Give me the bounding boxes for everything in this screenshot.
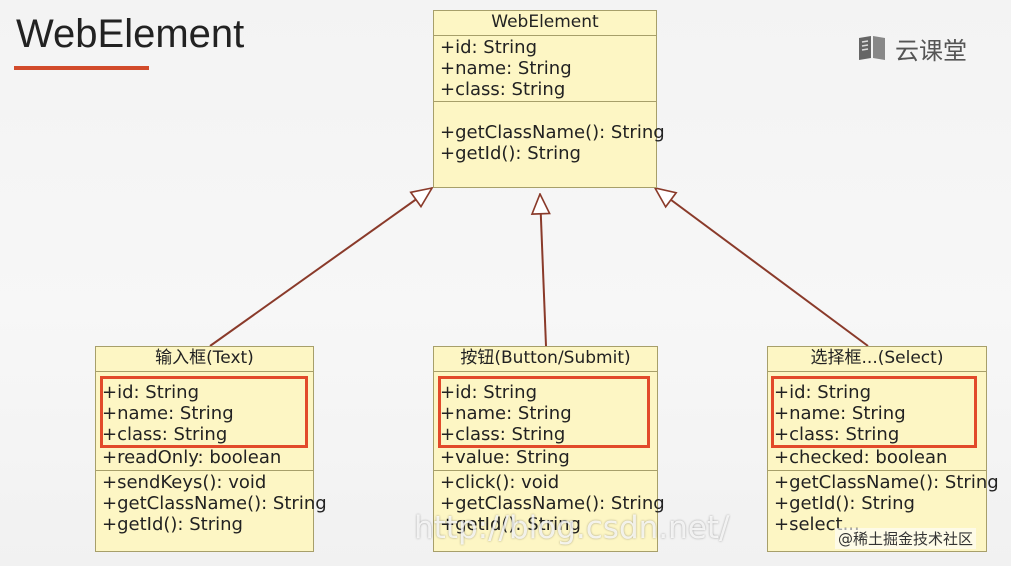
class-button: 按钮(Button/Submit) +id: String +name: Str…: [433, 346, 665, 552]
inheritance-line-button: [540, 194, 546, 347]
method: +getClassName(): String: [440, 493, 665, 514]
attribute: +name: String: [440, 58, 572, 79]
attribute: +id: String: [102, 382, 200, 403]
attribute: +id: String: [440, 37, 538, 58]
method: +click(): void: [440, 472, 560, 493]
method: +getId(): String: [440, 143, 581, 164]
class-name: 选择框...(Select): [768, 347, 986, 372]
attributes-section: +id: String +name: String +class: String: [434, 36, 656, 101]
method: +sendKeys(): void: [102, 472, 267, 493]
attribute: +class: String: [102, 424, 228, 445]
method: +getClassName(): String: [440, 122, 665, 143]
method: +getId(): String: [774, 493, 915, 514]
class-text-input: 输入框(Text) +id: String +name: String +cla…: [95, 346, 327, 552]
attribute: +name: String: [440, 403, 572, 424]
method: +getId(): String: [440, 514, 581, 535]
attribute: +id: String: [440, 382, 538, 403]
watermark: http://blog.csdn.net/: [414, 510, 730, 546]
class-name: 按钮(Button/Submit): [434, 347, 657, 372]
attribute: +class: String: [440, 79, 566, 100]
class-select: 选择框...(Select) +id: String +name: String…: [767, 346, 999, 552]
inheritance-line-select: [655, 188, 869, 347]
attributes-section: +id: String +name: String +class: String…: [434, 372, 657, 470]
attribute: +name: String: [102, 403, 234, 424]
class-webelement: WebElement +id: String +name: String +cl…: [433, 10, 665, 188]
attribute: +name: String: [774, 403, 906, 424]
method: +getId(): String: [102, 514, 243, 535]
logo: 云课堂: [857, 33, 982, 65]
book-icon: [859, 36, 885, 60]
attribute: +checked: boolean: [774, 447, 948, 468]
methods-section: +sendKeys(): void +getClassName(): Strin…: [96, 470, 327, 537]
attributes-section: +id: String +name: String +class: String…: [768, 372, 986, 470]
methods-section: +getClassName(): String +getId(): String: [434, 101, 665, 166]
method: +getClassName(): String: [102, 493, 327, 514]
attribute: +readOnly: boolean: [102, 447, 282, 468]
class-name: WebElement: [434, 11, 656, 36]
attribute: +class: String: [440, 424, 566, 445]
method: +getClassName(): String: [774, 472, 999, 493]
methods-section: +getClassName(): String +getId(): String…: [768, 470, 999, 537]
methods-section: +click(): void +getClassName(): String +…: [434, 470, 665, 537]
attribute: +value: String: [440, 447, 570, 468]
logo-text: 云课堂: [895, 36, 967, 65]
attributes-section: +id: String +name: String +class: String…: [96, 372, 313, 470]
community-watermark: @稀土掘金技术社区: [835, 528, 977, 549]
attribute: +id: String: [774, 382, 872, 403]
class-name: 输入框(Text): [96, 347, 313, 372]
attribute: +class: String: [774, 424, 900, 445]
inheritance-line-text: [209, 188, 432, 347]
title-underline: [14, 66, 149, 70]
slide-title: WebElement: [16, 12, 245, 56]
